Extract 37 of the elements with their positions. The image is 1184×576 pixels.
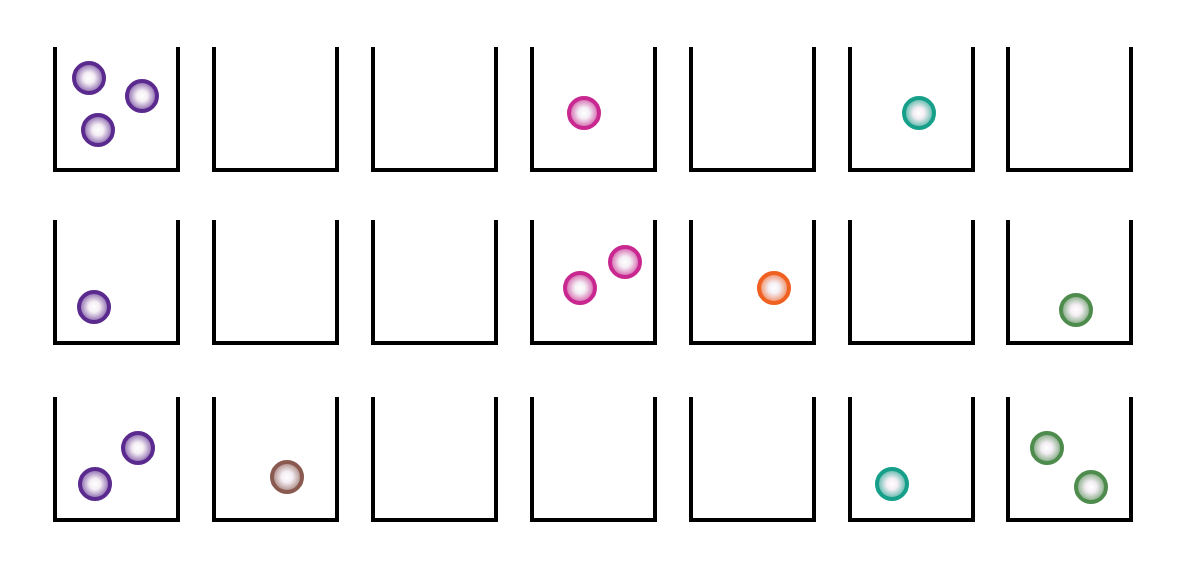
ball <box>1059 293 1093 327</box>
ball <box>567 96 601 130</box>
ball <box>78 467 112 501</box>
ball <box>121 431 155 465</box>
ball <box>270 460 304 494</box>
bin <box>53 47 180 172</box>
bin <box>212 220 339 345</box>
bin <box>371 47 498 172</box>
ball <box>1074 470 1108 504</box>
bin <box>848 397 975 522</box>
bin <box>689 220 816 345</box>
bin <box>530 220 657 345</box>
bin <box>689 47 816 172</box>
bin <box>371 220 498 345</box>
ball <box>757 271 791 305</box>
bin <box>1006 397 1133 522</box>
bin <box>53 220 180 345</box>
bin <box>371 397 498 522</box>
ball <box>875 467 909 501</box>
bin <box>530 397 657 522</box>
bin <box>212 397 339 522</box>
bin <box>1006 220 1133 345</box>
ball <box>77 290 111 324</box>
bin <box>53 397 180 522</box>
bin <box>848 220 975 345</box>
ball <box>563 271 597 305</box>
ball <box>72 61 106 95</box>
bin <box>1006 47 1133 172</box>
bin <box>212 47 339 172</box>
ball <box>125 79 159 113</box>
ball <box>902 96 936 130</box>
bin <box>848 47 975 172</box>
ball <box>608 245 642 279</box>
ball <box>81 113 115 147</box>
ball <box>1030 431 1064 465</box>
bin <box>530 47 657 172</box>
bin <box>689 397 816 522</box>
